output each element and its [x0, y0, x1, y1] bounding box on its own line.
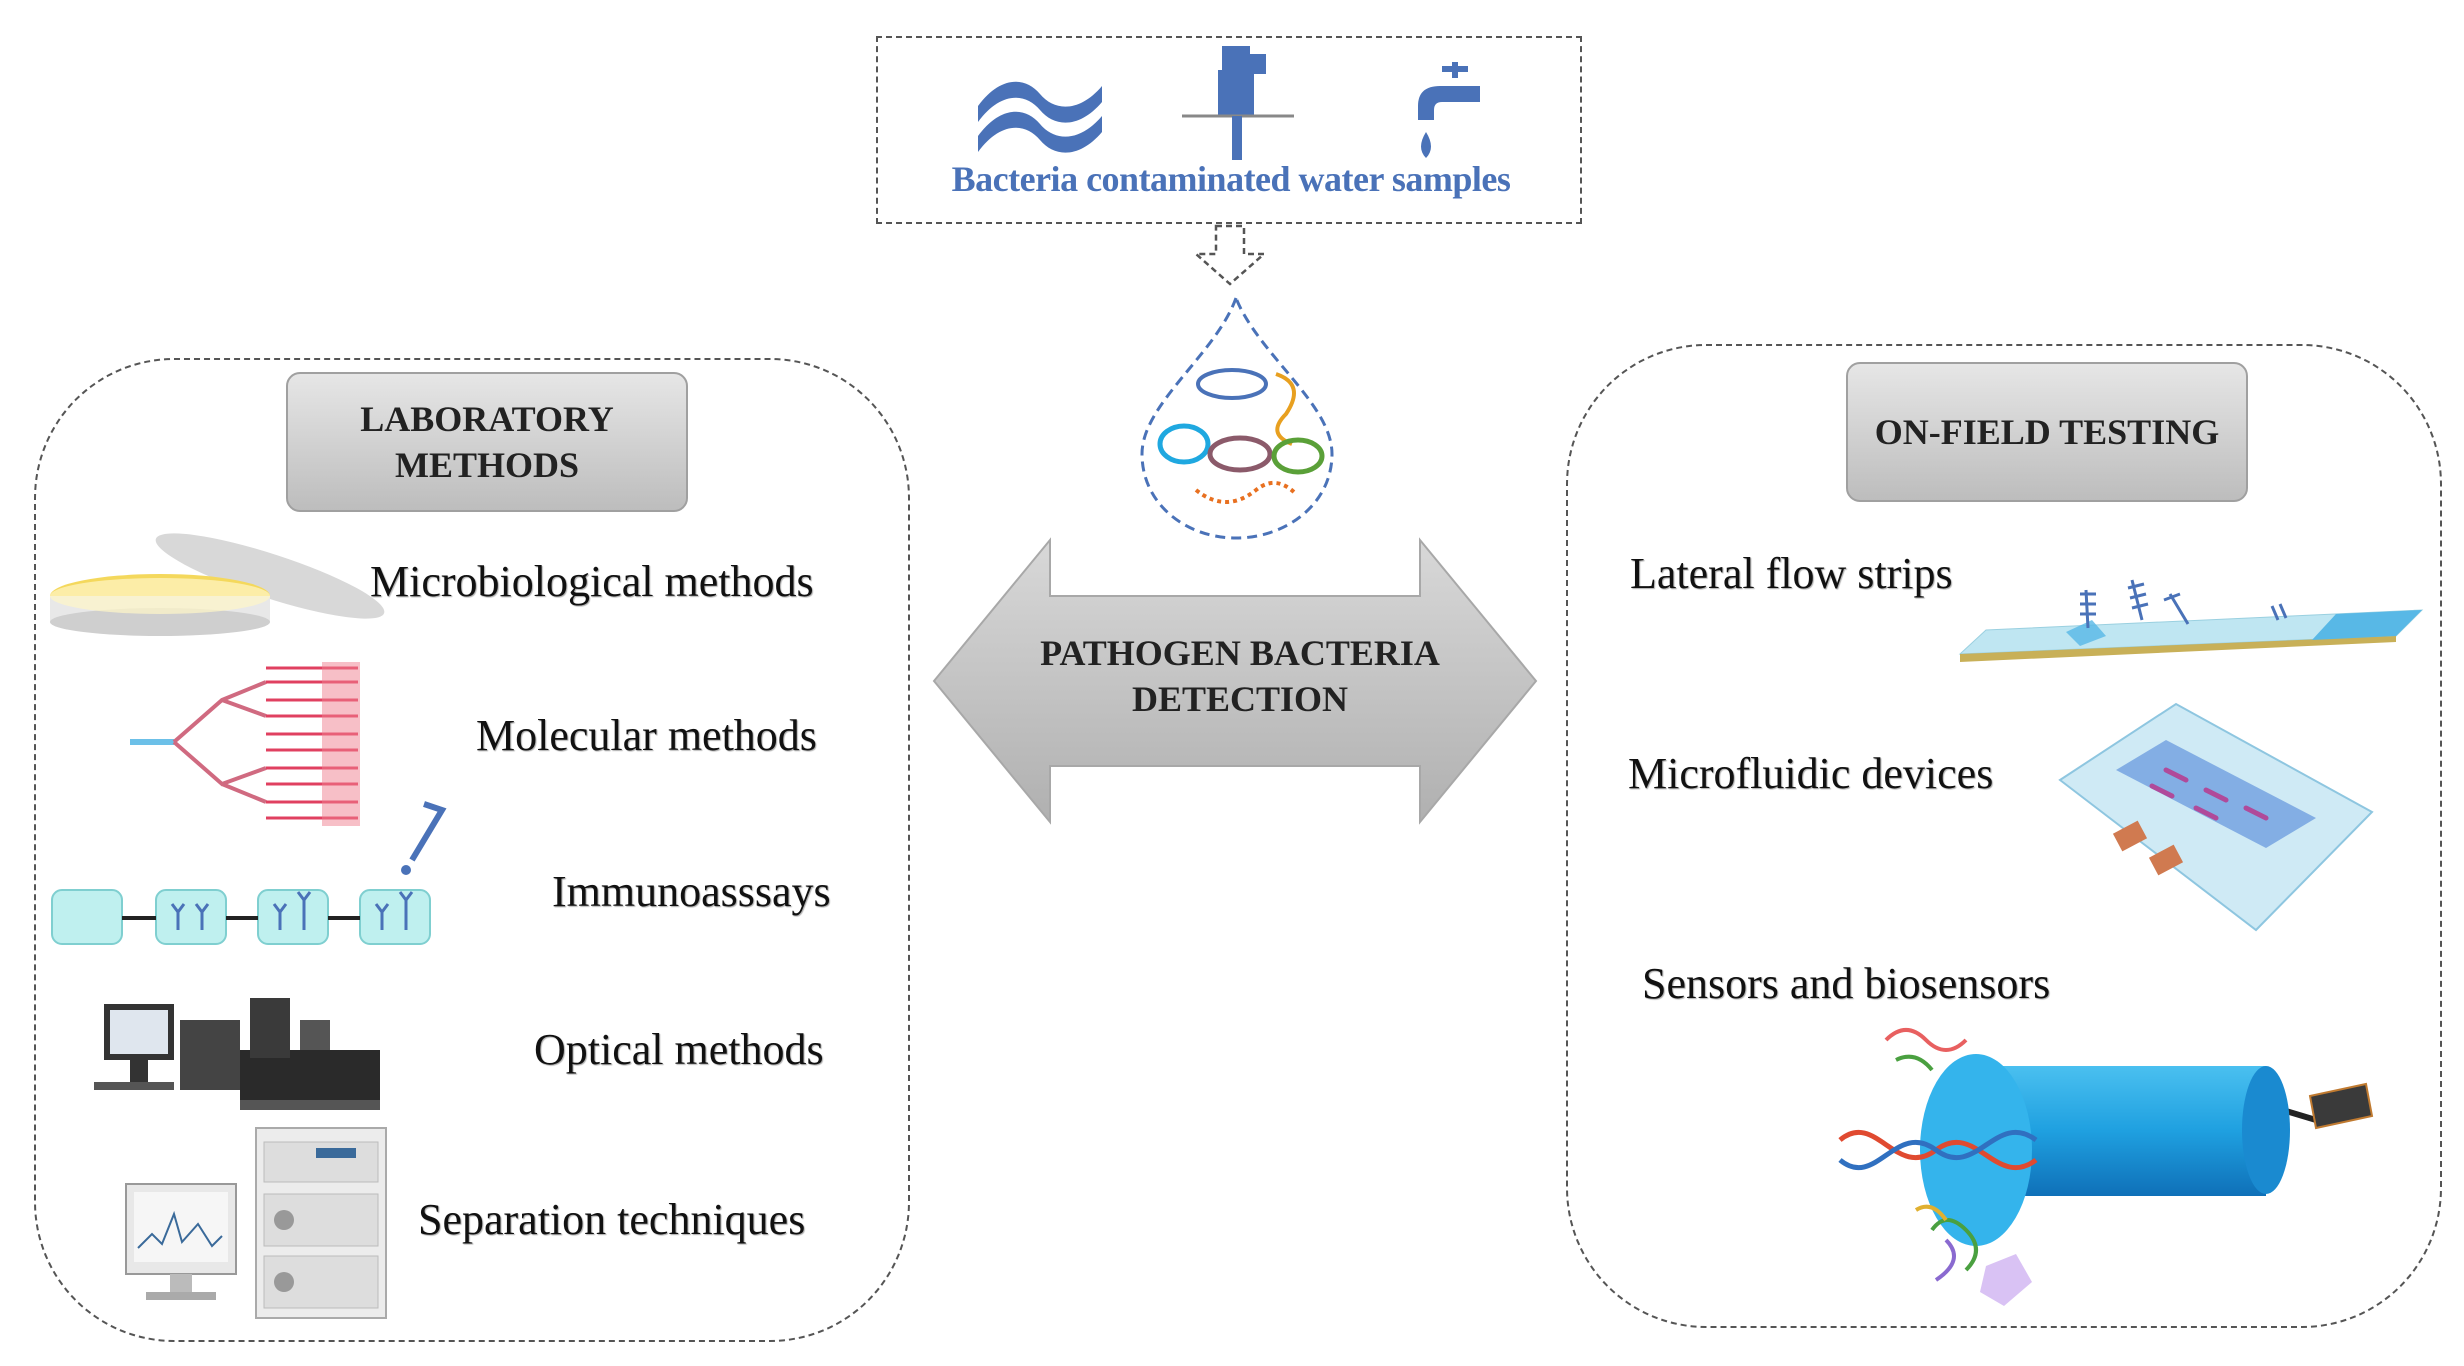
dna-amplification-icon — [130, 662, 360, 826]
lab-item-microbiological: Microbiological methods — [370, 557, 814, 606]
sampling-pipe-icon — [1182, 46, 1294, 160]
water-samples-box: Bacteria contaminated water samples — [876, 36, 1582, 224]
chromatography-system-icon — [125, 1127, 387, 1319]
lab-item-immunoassays: Immunoasssays — [552, 867, 831, 916]
down-arrow-icon — [1192, 224, 1268, 286]
microfluidic-chip-icon — [2058, 702, 2374, 932]
immunoassay-wells-icon — [51, 801, 447, 945]
laboratory-methods-header: LABORATORY METHODS — [286, 372, 688, 512]
lateral-flow-strip-icon — [1958, 579, 2424, 662]
water-samples-caption: Bacteria contaminated water samples — [951, 159, 1511, 199]
laboratory-methods-panel — [34, 358, 910, 1342]
field-item-biosensors: Sensors and biosensors — [1642, 959, 2051, 1008]
lab-item-optical: Optical methods — [534, 1025, 824, 1074]
on-field-testing-panel — [1566, 344, 2442, 1328]
field-item-microfluidic: Microfluidic devices — [1628, 749, 1994, 798]
microscope-workstation-icon — [94, 998, 380, 1110]
field-item-lateral-flow: Lateral flow strips — [1630, 549, 1953, 598]
water-waves-icon — [978, 81, 1102, 153]
biosensor-cylinder-icon — [1838, 1028, 2374, 1306]
pathogen-detection-label: PATHOGEN BACTERIA DETECTION — [1040, 633, 1440, 719]
petri-dish-icon — [50, 533, 385, 636]
bacteria-droplet-icon — [1140, 293, 1334, 540]
detection-double-arrow — [932, 537, 1538, 825]
on-field-testing-header: ON-FIELD TESTING — [1846, 362, 2248, 502]
faucet-icon — [1418, 62, 1480, 158]
lab-item-separation: Separation techniques — [418, 1195, 806, 1244]
lab-item-molecular: Molecular methods — [476, 711, 817, 760]
